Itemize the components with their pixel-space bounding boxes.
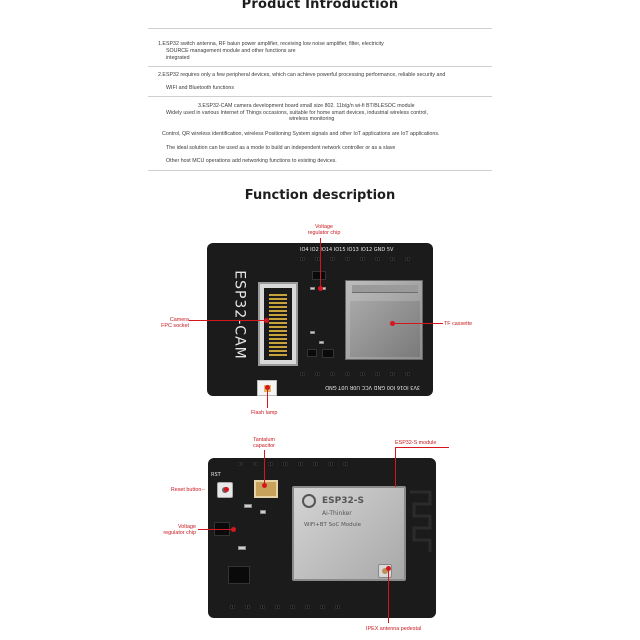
camera-fpc-socket <box>258 282 298 366</box>
callout-dot <box>265 385 270 390</box>
header-pins-top <box>238 462 368 470</box>
intro-line: 1.ESP32 switch antenna, RF baiun power a… <box>158 41 384 47</box>
product-intro-title: Product Introduction <box>241 0 399 12</box>
callout-line <box>395 447 396 487</box>
header-labels-bottom: 3V3 IO16 IO0 GND VCC U0R U0T GND <box>325 384 420 390</box>
smd-part <box>238 546 246 550</box>
smd-part <box>244 504 252 508</box>
smd-ic <box>322 349 334 358</box>
header-pins-bottom <box>300 372 420 380</box>
callout-dot <box>318 286 323 291</box>
esp32-cam-board-front: IO4 IO2 IO14 IO15 IO13 IO12 GND 5V ESP32… <box>207 243 433 396</box>
smd-ic <box>307 349 317 357</box>
callout-reset-button: Reset button-- <box>170 487 205 493</box>
header-pins-top <box>300 257 420 265</box>
divider <box>148 28 492 29</box>
divider <box>148 96 492 97</box>
callout-line <box>189 320 266 321</box>
callout-dot <box>231 527 236 532</box>
callout-tantalum: Tantalum capacitor <box>253 437 275 449</box>
callout-dot <box>224 487 229 492</box>
callout-line <box>395 447 449 448</box>
callout-dot <box>386 566 391 571</box>
callout-dot <box>390 321 395 326</box>
intro-line: integrated <box>166 55 190 61</box>
voltage-regulator-chip <box>312 271 326 280</box>
intro-line: Control, QR wireless identification, wir… <box>162 131 440 137</box>
callout-tf-cassette: TF cassette <box>444 321 473 327</box>
tf-card-slot <box>345 280 423 360</box>
tantalum-capacitor <box>254 480 278 498</box>
intro-line: SOURCE management module and other funct… <box>166 48 296 54</box>
smd-part <box>319 341 324 344</box>
pcb-antenna-icon <box>410 490 432 552</box>
intro-line: Widely used in various Internet of Thing… <box>166 110 428 116</box>
wifi-logo-icon <box>302 494 316 508</box>
smd-part <box>310 287 315 290</box>
smd-part <box>260 510 266 514</box>
callout-esp32s-module: ESP32-S module <box>395 440 437 446</box>
callout-line <box>198 529 232 530</box>
function-desc-title: Function description <box>244 188 396 203</box>
callout-line <box>395 323 443 324</box>
divider <box>148 170 492 171</box>
header-pins-bottom <box>230 605 360 613</box>
callout-voltage-regulator-bottom: Voltage regulator chip <box>163 524 196 536</box>
smd-ic <box>228 566 250 584</box>
intro-line: 3.ESP32-CAM camera development board sma… <box>198 103 415 109</box>
esp32-cam-board-back: RST ESP32-S Ai-Thinker WiFi+BT SoC Modul… <box>208 458 436 618</box>
module-maker: Ai-Thinker <box>322 510 352 517</box>
divider <box>148 66 492 67</box>
intro-line: wireless monitoring <box>289 116 335 122</box>
callout-dot <box>262 483 267 488</box>
header-labels-top: IO4 IO2 IO14 IO15 IO13 IO12 GND 5V <box>300 247 394 253</box>
callout-line <box>320 238 321 288</box>
callout-dot <box>264 318 269 323</box>
board-silk-name: ESP32-CAM <box>231 270 248 360</box>
callout-ipex: IPEX antenna pedestal <box>366 626 422 632</box>
smd-part <box>310 331 315 334</box>
callout-line <box>267 390 268 408</box>
callout-flash-lamp: Flash lamp <box>251 410 278 416</box>
callout-voltage-regulator-top: Voltage regulator chip <box>307 224 341 236</box>
module-desc: WiFi+BT SoC Module <box>304 522 362 528</box>
callout-line <box>388 571 389 623</box>
rst-label: RST <box>211 472 221 478</box>
module-name: ESP32-S <box>322 496 364 506</box>
callout-camera-fpc: Camera FPC socket <box>161 317 189 329</box>
intro-line: WIFI and Bluetooth functions <box>166 85 235 91</box>
intro-line: Other host MCU operations add networking… <box>166 158 337 164</box>
callout-line <box>264 450 265 484</box>
intro-line: 2.ESP32 requires only a few peripheral d… <box>158 72 446 78</box>
intro-line: The ideal solution can be used as a mode… <box>166 145 396 151</box>
